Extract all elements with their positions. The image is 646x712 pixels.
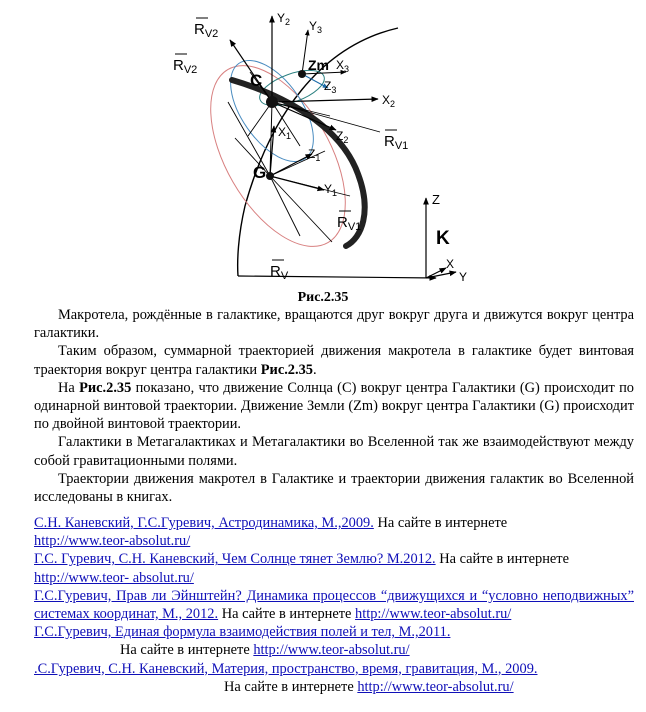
radial-lines [227, 101, 351, 243]
reference-4: Г.С.Гуревич, Единая формула взаимодейств… [34, 623, 634, 641]
y-label: Y [459, 270, 467, 284]
reference-5-link[interactable]: .С.Гуревич, С.Н. Каневский, Материя, про… [34, 660, 538, 677]
reference-3-url[interactable]: http://www.teor-absolut.ru/ [355, 606, 512, 623]
rv-arrow [237, 275, 437, 281]
reference-4-link[interactable]: Г.С.Гуревич, Единая формула взаимодейств… [34, 624, 451, 641]
red-orbit-ellipse [210, 65, 346, 247]
reference-4-url[interactable]: http://www.teor-absolut.ru/ [253, 642, 410, 659]
k-label: K [436, 228, 450, 249]
paragraph-5: Траектории движения макротел в Галактике… [34, 470, 634, 506]
z3-axis [301, 73, 329, 89]
vector-bars [175, 17, 397, 261]
y3-label: Y3 [309, 19, 322, 35]
reference-3: Г.С.Гуревич, Прав ли Эйнштейн? Динамика … [34, 587, 634, 623]
y2-label: Y2 [277, 11, 290, 27]
c-label: C [250, 71, 262, 90]
z3-label: Z3 [324, 79, 336, 95]
reference-1-url[interactable]: http://www.teor-absolut.ru/ [34, 533, 191, 550]
figure-caption: Рис.2.35 [297, 290, 349, 305]
rv1-right-label: RV1 [384, 133, 408, 152]
k-x-axis [425, 267, 447, 279]
point-zm [298, 70, 306, 78]
thick-helix-trajectory [229, 77, 368, 249]
reference-3-link[interactable]: Г.С.Гуревич, Прав ли Эйнштейн? Динамика … [34, 587, 634, 623]
z2-label: Z2 [336, 129, 348, 145]
zm-label: Zm [308, 57, 329, 73]
body-text: Макротела, рождённые в галактике, вращаю… [34, 306, 634, 506]
reference-2: Г.С. Гуревич, С.Н. Каневский, Чем Солнце… [34, 551, 569, 586]
y3-axis [301, 29, 310, 75]
y1-label: Y1 [324, 182, 337, 198]
z-label: Z [432, 192, 440, 207]
rv1-bottom-label: RV1 [337, 214, 361, 233]
reference-list: С.Н. Каневский, Г.С.Гуревич, Астродинами… [34, 514, 634, 696]
point-g [266, 172, 274, 180]
k-y-axis [425, 270, 457, 279]
reference-2-link[interactable]: Г.С. Гуревич, С.Н. Каневский, Чем Солнце… [34, 551, 436, 568]
paragraph-1: Макротела, рождённые в галактике, вращаю… [34, 307, 634, 342]
x2-axis [271, 96, 379, 103]
rv2-top-arrow [229, 39, 273, 103]
rv-label: RV [270, 263, 289, 282]
paragraph-2: Таким образом, суммарной траекторией дви… [34, 343, 634, 378]
point-c [266, 96, 278, 108]
galaxy-orbit-arc [236, 27, 399, 277]
g-to-c-line [269, 101, 273, 177]
reference-1-link[interactable]: С.Н. Каневский, Г.С.Гуревич, Астродинами… [34, 515, 374, 531]
x3-axis [301, 69, 347, 75]
z1-label: Z1 [308, 147, 320, 163]
reference-1: С.Н. Каневский, Г.С.Гуревич, Астродинами… [34, 515, 508, 550]
rv1-right-arrow [271, 101, 381, 133]
paragraph-4: Галактики в Метагалактиках и Метагалакти… [34, 434, 634, 469]
rv2-left-label: RV2 [173, 57, 197, 76]
rv2-top-label: RV2 [194, 21, 218, 40]
z2-axis [271, 101, 337, 131]
reference-5-site: На сайте в интернете http://www.teor-abs… [224, 678, 514, 695]
reference-2-url[interactable]: http://www.teor- absolut.ru/ [34, 569, 194, 586]
y1-axis [269, 175, 325, 192]
x1-label: X1 [278, 125, 291, 141]
reference-5-url[interactable]: http://www.teor-absolut.ru/ [357, 678, 514, 695]
x2-label: X2 [382, 93, 395, 109]
reference-4-site: На сайте в интернете http://www.teor-abs… [120, 642, 410, 659]
x-label: X [446, 257, 454, 271]
z1-axis [269, 153, 313, 177]
paragraph-3: На Рис.2.35 показано, что движение Солнц… [34, 379, 634, 433]
galaxy-trajectory-diagram: RV2 RV2 Y2 Y3 C Zm X3 Z3 X2 X1 Z2 RV1 Z1… [173, 11, 467, 284]
g-label: G [253, 163, 266, 182]
x3-label: X3 [336, 58, 349, 74]
reference-5: .С.Гуревич, С.Н. Каневский, Материя, про… [34, 660, 634, 678]
